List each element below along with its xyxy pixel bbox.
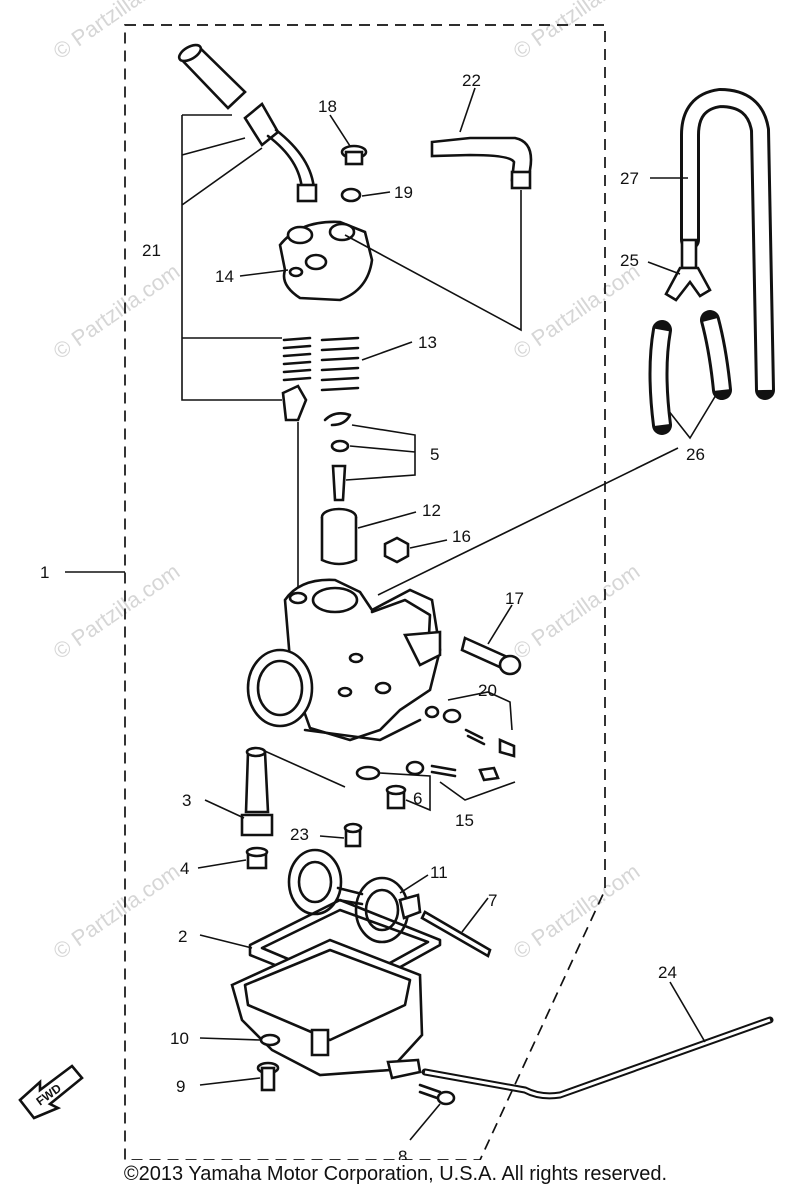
part-7-float-pin xyxy=(420,910,492,958)
leader-4 xyxy=(197,859,247,869)
part-23-plug xyxy=(343,822,363,848)
fwd-arrow: FWD xyxy=(18,1064,84,1120)
leader-3 xyxy=(204,799,245,819)
assembly-boundary xyxy=(124,24,606,1160)
callout-labels: 1 2 3 4 5 6 7 8 9 10 11 12 13 14 15 16 1… xyxy=(40,71,705,1160)
link-3-body xyxy=(257,747,346,788)
leader-24 xyxy=(669,981,706,1043)
leader-11 xyxy=(399,874,429,894)
part-3-needle-jet xyxy=(240,746,274,837)
leader-20 xyxy=(447,691,513,731)
part-18-screw xyxy=(340,144,368,166)
part-15-screws xyxy=(405,760,500,782)
callout-10: 10 xyxy=(170,1029,189,1048)
leader-18 xyxy=(329,114,351,147)
leader-19 xyxy=(361,191,391,197)
callout-26: 26 xyxy=(686,445,705,464)
leader-22 xyxy=(459,87,476,133)
leader-5 xyxy=(345,424,416,481)
leader-16 xyxy=(409,539,448,549)
callout-12: 12 xyxy=(422,501,441,520)
part-12-throttle-valve xyxy=(320,507,358,566)
part-24-overflow-hose xyxy=(421,1016,774,1100)
part-17-screw xyxy=(460,636,522,676)
leader-12 xyxy=(357,511,417,529)
leader-9 xyxy=(199,1077,261,1086)
leader-10 xyxy=(199,1037,261,1041)
part-16-nut xyxy=(383,536,410,564)
leader-8 xyxy=(409,1103,441,1141)
leader-2 xyxy=(199,934,253,949)
callout-18: 18 xyxy=(318,97,337,116)
link-body-hose xyxy=(377,447,679,596)
copyright-notice: ©2013 Yamaha Motor Corporation, U.S.A. A… xyxy=(123,1163,668,1185)
callout-14: 14 xyxy=(215,267,234,286)
leader-15 xyxy=(439,781,516,801)
callout-5: 5 xyxy=(430,445,439,464)
callout-20: 20 xyxy=(478,681,497,700)
watermark: © Partzilla.com xyxy=(509,859,645,965)
watermark: © Partzilla.com xyxy=(49,559,185,665)
callout-17: 17 xyxy=(505,589,524,608)
part-25-y-fitting xyxy=(664,238,712,302)
part-10-washer xyxy=(259,1033,281,1047)
leader-6 xyxy=(379,772,431,812)
callout-4: 4 xyxy=(180,859,189,878)
part-8-screw xyxy=(418,1083,456,1106)
callout-11: 11 xyxy=(430,863,448,882)
callout-24: 24 xyxy=(658,963,677,982)
watermark: © Partzilla.com xyxy=(509,259,645,365)
carburetor-body xyxy=(246,578,442,742)
part-27-vent-hose xyxy=(680,88,775,400)
callout-1: 1 xyxy=(40,563,49,582)
leader-13 xyxy=(361,341,413,361)
leader-7 xyxy=(461,897,489,933)
callout-3: 3 xyxy=(182,791,191,810)
callout-7: 7 xyxy=(488,891,497,910)
callout-13: 13 xyxy=(418,333,437,352)
watermark: © Partzilla.com xyxy=(509,0,645,64)
callout-19: 19 xyxy=(394,183,413,202)
callout-22: 22 xyxy=(462,71,481,90)
watermark: © Partzilla.com xyxy=(49,0,185,64)
leader-17 xyxy=(487,604,513,645)
callout-8: 8 xyxy=(398,1147,407,1160)
watermark: © Partzilla.com xyxy=(509,559,645,665)
callout-6: 6 xyxy=(413,789,422,808)
part-11-float xyxy=(287,848,422,944)
part-6-jet xyxy=(355,765,407,810)
part-22-elbow-fitting xyxy=(430,136,533,190)
link-22-14 xyxy=(344,190,522,332)
callout-25: 25 xyxy=(620,251,639,270)
part-13-spring-small xyxy=(282,336,312,382)
callout-23: 23 xyxy=(290,825,309,844)
part-14-chamber-top xyxy=(278,220,374,302)
callout-15: 15 xyxy=(455,811,474,830)
callout-16: 16 xyxy=(452,527,471,546)
part-4-main-jet xyxy=(245,846,269,870)
watermarks: © Partzilla.com © Partzilla.com © Partzi… xyxy=(49,0,645,964)
leader-25 xyxy=(647,261,681,275)
watermark: © Partzilla.com xyxy=(49,859,185,965)
part-19-washer xyxy=(340,187,362,203)
part-21-throttle-cable xyxy=(177,43,318,203)
part-20-pilot-screw xyxy=(424,705,516,758)
part-5-clip-needle xyxy=(323,412,352,502)
part-9-bolt xyxy=(256,1061,280,1092)
carburetor-exploded-diagram: © Partzilla.com © Partzilla.com © Partzi… xyxy=(18,0,775,1160)
callout-27: 27 xyxy=(620,169,639,188)
part-13-spring-large xyxy=(320,336,360,392)
callout-9: 9 xyxy=(176,1077,185,1096)
callout-2: 2 xyxy=(178,927,187,946)
part-21-cable-end xyxy=(281,384,308,422)
part-26-hoses xyxy=(648,310,732,435)
leader-23 xyxy=(319,835,345,839)
leader-26 xyxy=(667,394,717,440)
callout-21: 21 xyxy=(142,241,161,260)
leader-21 xyxy=(181,114,282,401)
watermark: © Partzilla.com xyxy=(49,259,185,365)
leader-14 xyxy=(239,269,289,277)
